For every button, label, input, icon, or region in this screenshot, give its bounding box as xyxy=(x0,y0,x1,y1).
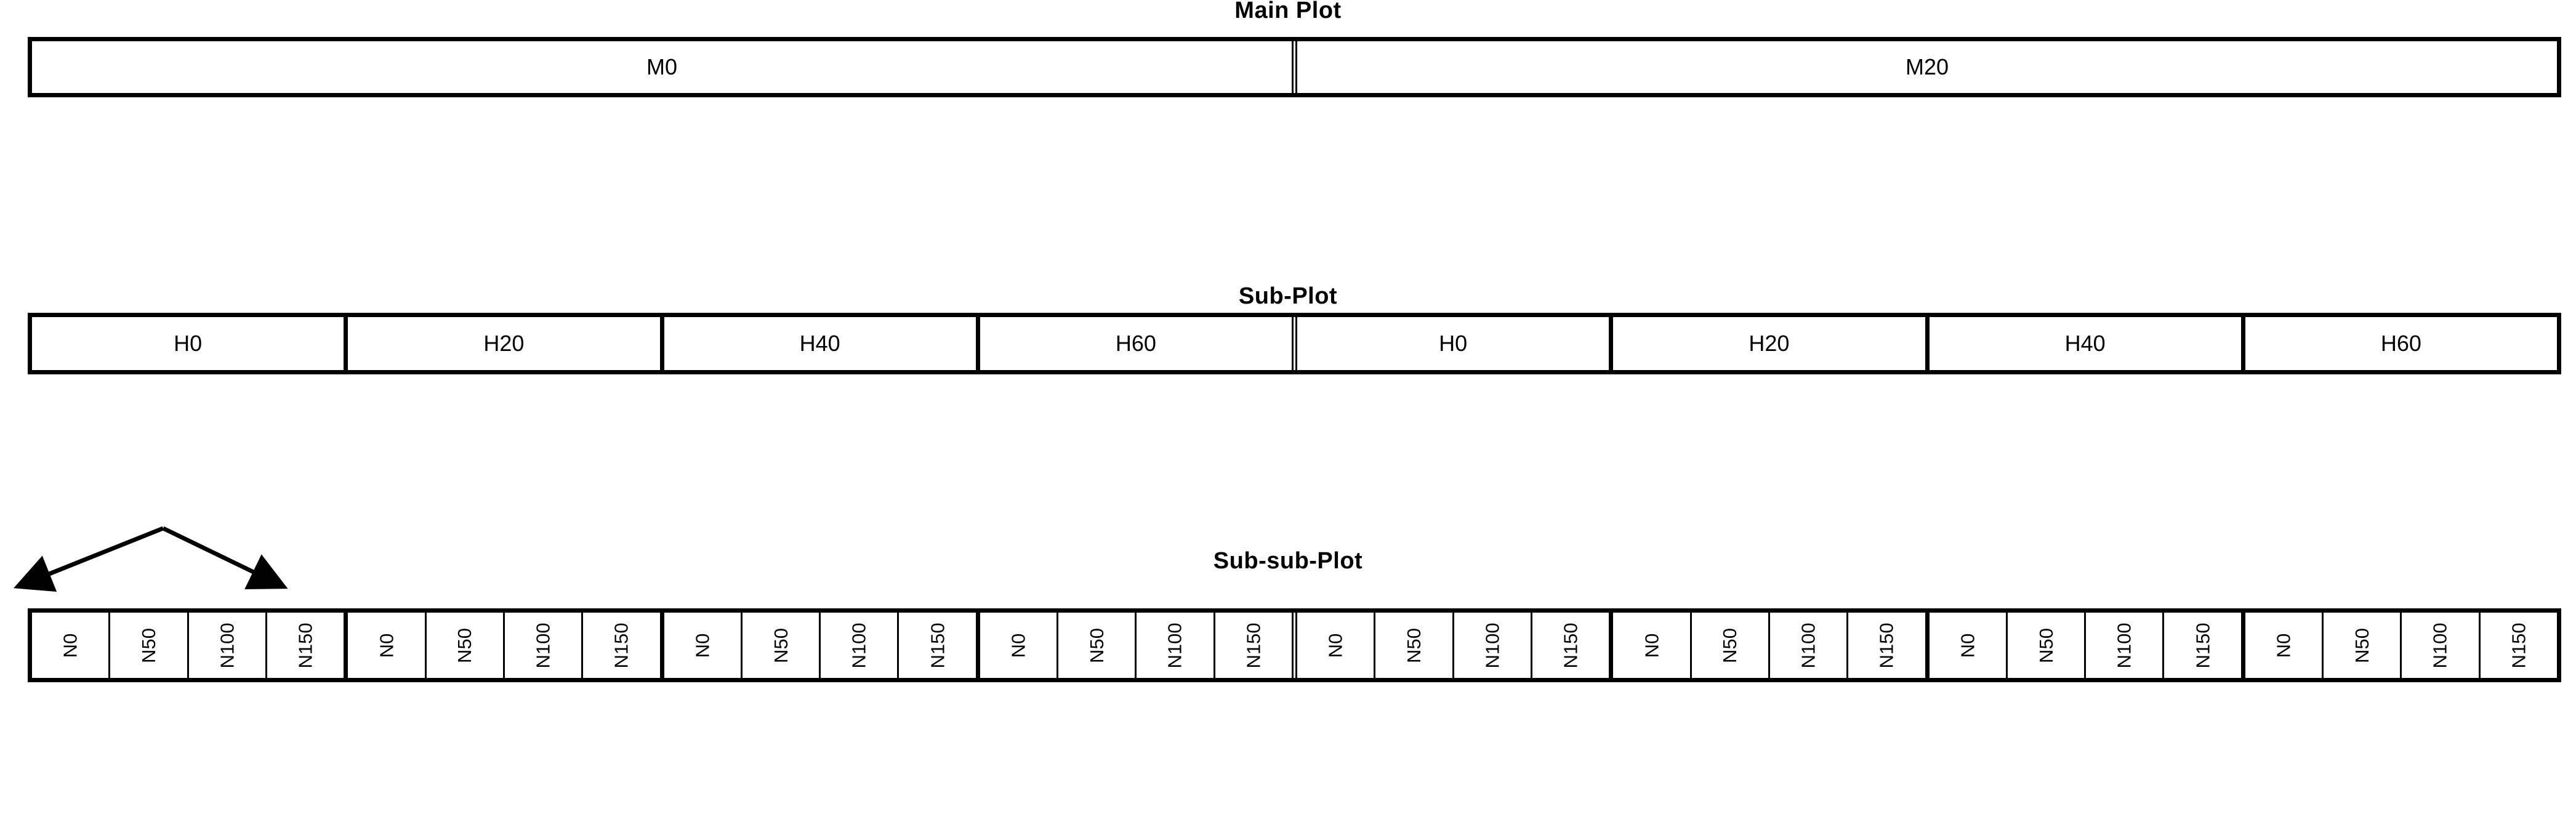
sub-sub-cell-n50[interactable]: N50 xyxy=(1058,613,1137,678)
sub-sub-cell-n150[interactable]: N150 xyxy=(267,613,344,678)
sub-plot-cell-h20-a[interactable]: H20 xyxy=(348,317,664,370)
sub-sub-label: N50 xyxy=(1085,627,1108,663)
sub-plot-title: Sub-Plot xyxy=(1238,283,1338,309)
sub-sub-label: N100 xyxy=(2113,622,2135,669)
sub-sub-plot-group-1: N0 N50 N100 N150 N0 N50 N100 N150 N0 N50… xyxy=(1297,613,2557,678)
sub-sub-cell-n50[interactable]: N50 xyxy=(2007,613,2087,678)
sub-sub-plot-group-0: N0 N50 N100 N150 N0 N50 N100 N150 N0 N50… xyxy=(32,613,1292,678)
sub-plot-group-0: H0 H20 H40 H60 xyxy=(32,317,1292,370)
sub-sub-label: N0 xyxy=(2272,633,2295,658)
sub-sub-cell-n0[interactable]: N0 xyxy=(664,613,743,678)
sub-sub-cell-n0[interactable]: N0 xyxy=(348,613,427,678)
sub-split-divider xyxy=(1292,317,1297,370)
sub-sub-cell-n0[interactable]: N0 xyxy=(1297,613,1376,678)
sub-sub-label: N150 xyxy=(610,622,632,669)
sub-sub-label: N100 xyxy=(1797,622,1819,669)
sub-sub-cell-n100[interactable]: N100 xyxy=(821,613,900,678)
sub-sub-label: N50 xyxy=(2351,627,2373,663)
main-plot-group-1: M20 xyxy=(1297,41,2557,93)
sub-sub-label: N0 xyxy=(1957,633,1979,658)
sub-sub-label: N150 xyxy=(1875,622,1898,669)
sub-sub-label: N50 xyxy=(1403,627,1425,663)
sub-plot-cell-h60-a[interactable]: H60 xyxy=(980,317,1292,370)
sub-sub-cell-n100[interactable]: N100 xyxy=(504,613,584,678)
sub-sub-cell-n50[interactable]: N50 xyxy=(110,613,189,678)
sub-sub-label: N100 xyxy=(1164,622,1186,669)
sub-plot-cell-h60-b[interactable]: H60 xyxy=(2245,317,2557,370)
sub-sub-label: N150 xyxy=(927,622,949,669)
sub-sub-label: N100 xyxy=(216,622,238,669)
sub-sub-cell-n0[interactable]: N0 xyxy=(1613,613,1692,678)
sub-sub-cell-n100[interactable]: N100 xyxy=(1137,613,1215,678)
sub-sub-plot-band: N0 N50 N100 N150 N0 N50 N100 N150 N0 N50… xyxy=(28,608,2561,682)
sub-sub-cell-n50[interactable]: N50 xyxy=(1691,613,1770,678)
sub-sub-cell-n150[interactable]: N150 xyxy=(1215,613,1292,678)
sub-sub-label: N0 xyxy=(1324,633,1346,658)
sub-plot-cell-h0-b[interactable]: H0 xyxy=(1297,317,1614,370)
sub-sub-label: N0 xyxy=(1007,633,1029,658)
main-plot-cell-m20[interactable]: M20 xyxy=(1297,41,2557,93)
sub-plot-cell-h20-b[interactable]: H20 xyxy=(1613,317,1930,370)
sub-sub-label: N150 xyxy=(1560,622,1582,669)
sub-sub-cell-n100[interactable]: N100 xyxy=(2402,613,2481,678)
sub-sub-label: N150 xyxy=(294,622,316,669)
sub-sub-label: N100 xyxy=(2429,622,2452,669)
sub-plot-group-1: H0 H20 H40 H60 xyxy=(1297,317,2557,370)
sub-plot-cell-h0-a[interactable]: H0 xyxy=(32,317,348,370)
sub-sub-label: N50 xyxy=(137,627,159,663)
sub-sub-hgroup-1-0: N0 N50 N100 N150 xyxy=(1297,613,1609,678)
sub-sub-label: N100 xyxy=(848,622,870,669)
sub-sub-cell-n50[interactable]: N50 xyxy=(742,613,821,678)
sub-sub-label: N50 xyxy=(454,627,476,663)
sub-sub-cell-n150[interactable]: N150 xyxy=(899,613,976,678)
main-plot-group-0: M0 xyxy=(32,41,1292,93)
sub-sub-cell-n150[interactable]: N150 xyxy=(1848,613,1925,678)
sub-sub-cell-n50[interactable]: N50 xyxy=(426,613,505,678)
sub-sub-label: N150 xyxy=(2508,622,2530,669)
sub-sub-split-divider xyxy=(1292,613,1297,678)
sub-sub-cell-n150[interactable]: N150 xyxy=(1532,613,1609,678)
sub-sub-hgroup-1-3: N0 N50 N100 N150 xyxy=(2240,613,2557,678)
sub-sub-cell-n100[interactable]: N100 xyxy=(2086,613,2165,678)
sub-sub-label: N50 xyxy=(1719,627,1741,663)
sub-sub-cell-n150[interactable]: N150 xyxy=(2480,613,2557,678)
sub-sub-label: N50 xyxy=(2035,627,2057,663)
sub-sub-label: N100 xyxy=(1481,622,1503,669)
sub-sub-label: N0 xyxy=(1640,633,1662,658)
sub-sub-hgroup-0-1: N0 N50 N100 N150 xyxy=(344,613,660,678)
sub-sub-hgroup-0-0: N0 N50 N100 N150 xyxy=(32,613,344,678)
main-plot-cell-m0[interactable]: M0 xyxy=(32,41,1292,93)
sub-sub-cell-n50[interactable]: N50 xyxy=(1375,613,1454,678)
sub-sub-plot-title: Sub-sub-Plot xyxy=(1213,548,1363,574)
sub-sub-hgroup-1-1: N0 N50 N100 N150 xyxy=(1609,613,1925,678)
sub-sub-hgroup-1-2: N0 N50 N100 N150 xyxy=(1925,613,2241,678)
sub-sub-cell-n0[interactable]: N0 xyxy=(1929,613,2008,678)
sub-sub-cell-n150[interactable]: N150 xyxy=(2164,613,2241,678)
sub-sub-cell-n0[interactable]: N0 xyxy=(32,613,111,678)
main-plot-title: Main Plot xyxy=(1234,0,1342,23)
sub-sub-cell-n100[interactable]: N100 xyxy=(1769,613,1849,678)
sub-plot-cell-h40-a[interactable]: H40 xyxy=(664,317,980,370)
sub-sub-cell-n0[interactable]: N0 xyxy=(980,613,1059,678)
sub-sub-cell-n50[interactable]: N50 xyxy=(2324,613,2402,678)
sub-sub-label: N50 xyxy=(770,627,792,663)
sub-sub-label: N150 xyxy=(2192,622,2214,669)
sub-sub-cell-n100[interactable]: N100 xyxy=(1454,613,1532,678)
sub-sub-cell-n0[interactable]: N0 xyxy=(2245,613,2324,678)
main-split-divider xyxy=(1292,41,1297,93)
sub-sub-hgroup-0-2: N0 N50 N100 N150 xyxy=(659,613,976,678)
main-plot-band: M0 M20 xyxy=(28,37,2561,97)
sub-sub-label: N0 xyxy=(375,633,397,658)
sub-sub-label: N150 xyxy=(1242,622,1265,669)
sub-plot-cell-h40-b[interactable]: H40 xyxy=(1929,317,2245,370)
sub-sub-cell-n100[interactable]: N100 xyxy=(188,613,267,678)
sub-sub-label: N100 xyxy=(532,622,554,669)
sub-sub-hgroup-0-3: N0 N50 N100 N150 xyxy=(975,613,1292,678)
sub-plot-band: H0 H20 H40 H60 H0 H20 H40 H60 xyxy=(28,313,2561,374)
sub-sub-label: N0 xyxy=(59,633,81,658)
sub-sub-cell-n150[interactable]: N150 xyxy=(583,613,660,678)
sub-sub-label: N0 xyxy=(691,633,714,658)
